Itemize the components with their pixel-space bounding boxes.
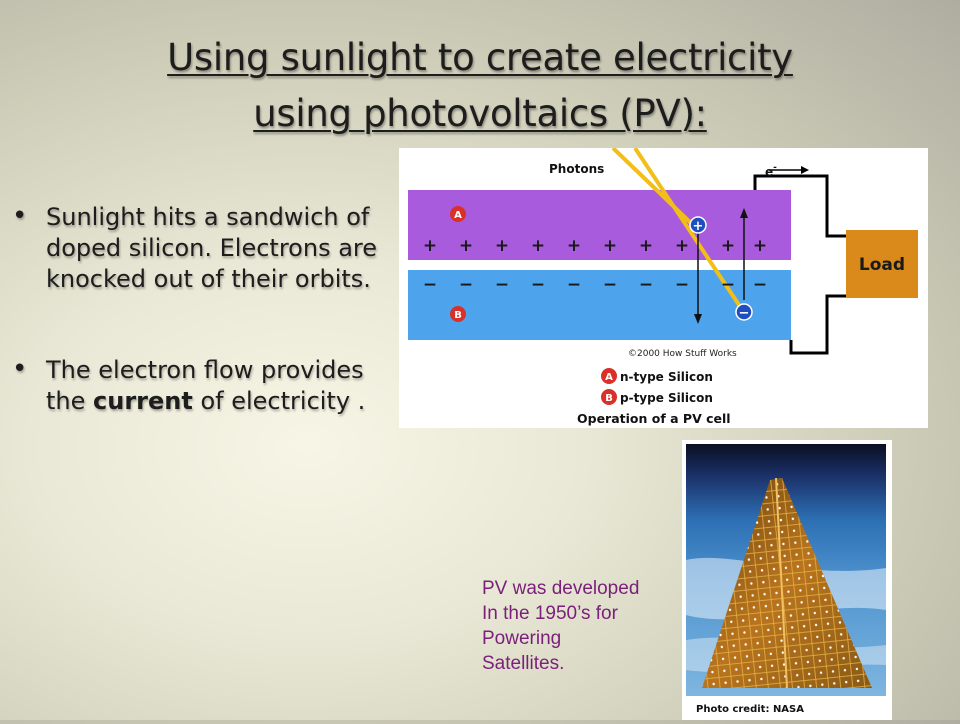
electron-minus-icon <box>735 303 753 321</box>
legend-a-marker-icon <box>601 368 617 384</box>
diagram-caption: Operation of a PV cell <box>577 411 731 426</box>
electron-flow-arrowhead <box>801 166 809 174</box>
solar-array-grid <box>702 478 872 688</box>
minus-sign: − <box>423 275 437 295</box>
electron-label-superscript: - <box>773 163 777 173</box>
photo-credit: Photo credit: NASA <box>696 704 804 715</box>
bullet-dot-icon: • <box>12 201 28 231</box>
legend-a-text: n-type Silicon <box>620 370 713 384</box>
solar-array-spine <box>775 477 788 689</box>
plus-sign: + <box>567 236 581 256</box>
minus-charges: − − − − − − − − − − <box>423 275 767 295</box>
hole-plus-sign: + <box>693 219 704 234</box>
bullet-list: • Sunlight hits a sandwich of doped sili… <box>12 201 382 417</box>
note-line: Satellites. <box>482 653 565 674</box>
bullet-item: • Sunlight hits a sandwich of doped sili… <box>12 201 382 295</box>
region-b-marker-label: B <box>454 310 462 321</box>
pv-cell-diagram-svg: Load Photons e- + + + + + + + + + + − − … <box>408 146 918 426</box>
satellite-photo-svg: Photo credit: NASA <box>686 444 886 715</box>
electron-minus-sign: − <box>739 306 750 321</box>
electron-arrowhead <box>740 208 748 218</box>
pv-history-note: PV was developed In the 1950’s for Power… <box>482 576 682 676</box>
legend-b-text: p-type Silicon <box>620 391 713 405</box>
circuit-wire-top <box>753 174 846 238</box>
load-box <box>846 230 918 298</box>
plus-sign: + <box>459 236 473 256</box>
minus-sign: − <box>567 275 581 295</box>
diagram-copyright: ©2000 How Stuff Works <box>628 349 737 359</box>
legend-a-marker-label: A <box>605 372 613 383</box>
plus-sign: + <box>639 236 653 256</box>
note-line: PV was developed <box>482 578 640 599</box>
plus-charges: + + + + + + + + + + <box>423 236 767 256</box>
plus-sign: + <box>423 236 437 256</box>
region-b-marker-icon <box>450 306 466 322</box>
photon-ray <box>611 146 698 230</box>
circuit-wire-bottom <box>789 294 846 355</box>
minus-sign: − <box>753 275 767 295</box>
legend-b-marker-icon <box>601 389 617 405</box>
photons-label: Photons <box>549 162 604 176</box>
hole-arrowhead <box>694 314 702 324</box>
region-a-marker-label: A <box>454 210 462 221</box>
bullet-text-part: The electron flow provides the <box>46 356 364 415</box>
electron-label-base: e <box>765 165 773 179</box>
hole-plus-icon <box>689 216 707 234</box>
minus-sign: − <box>721 275 735 295</box>
region-a-marker-icon <box>450 206 466 222</box>
minus-sign: − <box>459 275 473 295</box>
slide-title-line-1: Using sunlight to create electricity <box>167 36 793 79</box>
slide-title-line-2: using photovoltaics (PV): <box>253 92 707 135</box>
plus-sign: + <box>753 236 767 256</box>
legend-b-marker-label: B <box>605 393 613 404</box>
plus-sign: + <box>531 236 545 256</box>
plus-sign: + <box>495 236 509 256</box>
p-type-layer <box>408 270 791 340</box>
satellite-photo: Photo credit: NASA <box>682 440 892 720</box>
minus-sign: − <box>675 275 689 295</box>
note-line: Powering <box>482 628 562 649</box>
minus-sign: − <box>603 275 617 295</box>
bullet-dot-icon: • <box>12 354 28 384</box>
bullet-text-bold: current <box>93 387 193 415</box>
photon-ray <box>633 146 743 310</box>
plus-sign: + <box>675 236 689 256</box>
bullet-text: Sunlight hits a sandwich of doped silico… <box>46 203 378 293</box>
n-type-layer <box>408 190 791 260</box>
plus-sign: + <box>603 236 617 256</box>
load-label: Load <box>859 255 905 275</box>
bullet-item: • The electron flow provides the current… <box>12 354 382 417</box>
pv-cell-diagram: Load Photons e- + + + + + + + + + + − − … <box>399 146 928 428</box>
minus-sign: − <box>495 275 509 295</box>
plus-sign: + <box>721 236 735 256</box>
minus-sign: − <box>531 275 545 295</box>
electron-label: e- <box>765 163 777 179</box>
note-line: In the 1950’s for <box>482 603 618 624</box>
bullet-text-part: of electricity . <box>192 387 366 415</box>
minus-sign: − <box>639 275 653 295</box>
slide-title: Using sunlight to create electricity usi… <box>40 30 920 142</box>
